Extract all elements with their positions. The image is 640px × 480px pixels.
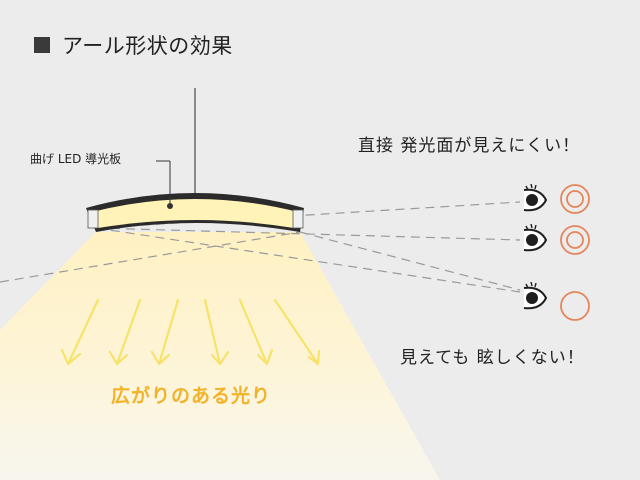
sightline-left-2 bbox=[299, 231, 521, 291]
curved-led-panel bbox=[86, 193, 304, 232]
light-arrow bbox=[60, 298, 100, 366]
panel-label: 曲げ LED 導光板 bbox=[30, 152, 122, 166]
light-beam bbox=[0, 232, 440, 480]
headline-top: 直接 発光面が見えにくい！ bbox=[358, 136, 581, 156]
eye-icon bbox=[523, 183, 548, 212]
headline-bottom: 見えても 眩しくない！ bbox=[400, 348, 585, 368]
light-arrows bbox=[60, 298, 321, 366]
double-circle-mark bbox=[560, 225, 590, 255]
page-title: アール形状の効果 bbox=[34, 30, 233, 60]
panel-led-right bbox=[292, 209, 304, 229]
light-arrow bbox=[108, 298, 142, 366]
title-square-icon bbox=[34, 37, 50, 53]
light-arrow bbox=[238, 298, 274, 366]
light-label: 広がりのある光り bbox=[111, 385, 272, 407]
title-text: アール形状の効果 bbox=[62, 34, 233, 58]
double-circle-mark bbox=[560, 184, 590, 214]
light-arrow bbox=[150, 298, 180, 366]
panel-callout-dot bbox=[167, 203, 173, 209]
sightlines bbox=[0, 201, 521, 293]
circle-mark bbox=[560, 291, 590, 321]
eye-icon bbox=[523, 223, 548, 252]
sightline-bottom bbox=[95, 227, 521, 293]
sightline-top bbox=[95, 201, 521, 229]
light-arrow bbox=[273, 298, 321, 366]
panel-led-left bbox=[87, 209, 99, 229]
eye-icon bbox=[523, 281, 548, 310]
sightline-left-1 bbox=[0, 231, 301, 283]
light-arrow bbox=[203, 298, 230, 366]
